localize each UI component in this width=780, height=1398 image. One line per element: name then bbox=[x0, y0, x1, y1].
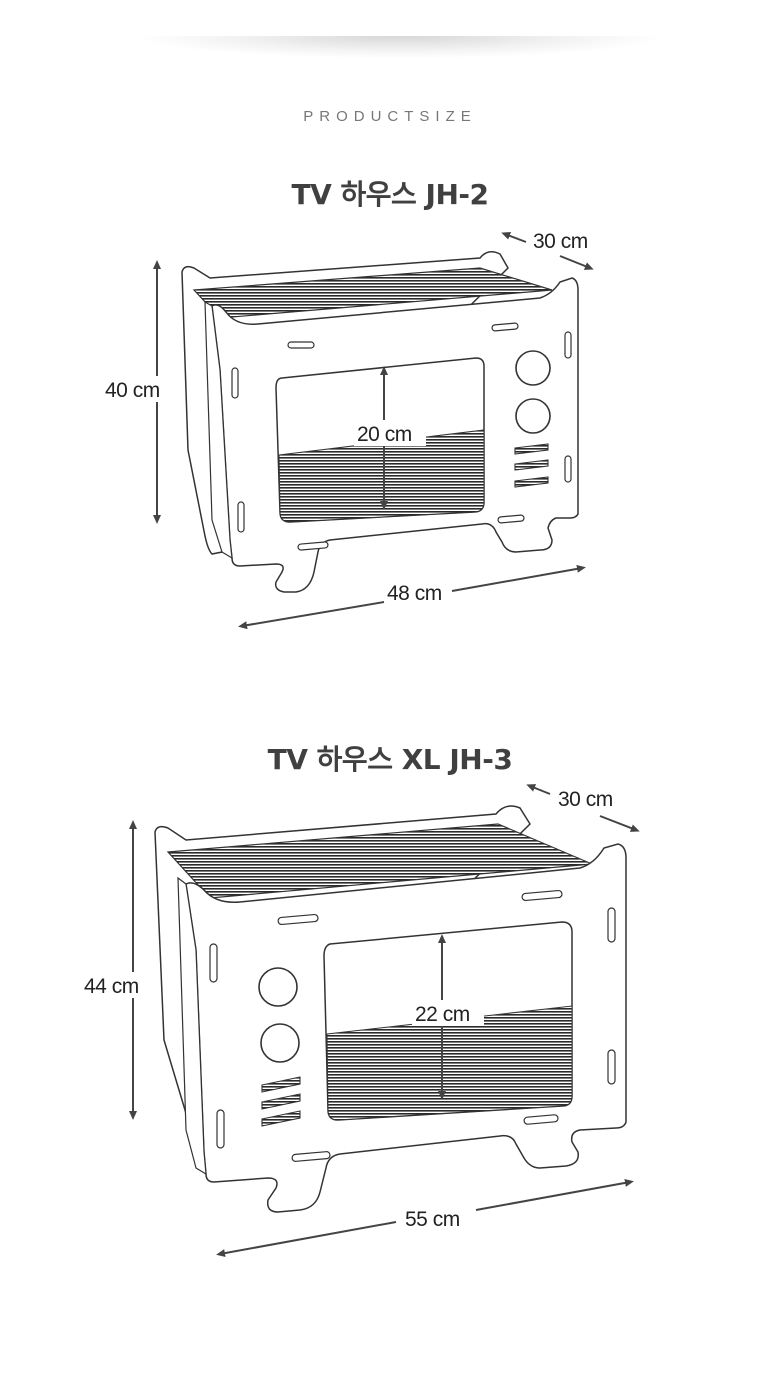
product-title-jh2: TV 하우스 JH-2 bbox=[291, 178, 489, 211]
inner-height-label: 20 cm bbox=[357, 423, 412, 446]
width-label: 48 cm bbox=[387, 582, 442, 605]
depth-arrow-right bbox=[559, 255, 594, 270]
knob-bottom bbox=[260, 1023, 300, 1063]
depth-label: 30 cm bbox=[533, 230, 588, 253]
depth-arrow-left bbox=[526, 784, 551, 795]
width-arrow-right bbox=[451, 564, 586, 592]
screen-slats bbox=[326, 1005, 573, 1121]
assembly-slots bbox=[209, 889, 616, 1162]
knob-bottom bbox=[515, 398, 551, 434]
product-diagram-jh3: 44 cm 22 cm 30 cm 55 cm bbox=[80, 784, 640, 1258]
width-label: 55 cm bbox=[405, 1208, 460, 1231]
section-label: PRODUCTSIZE bbox=[303, 108, 477, 125]
depth-arrow-left bbox=[501, 232, 527, 243]
width-arrow-left bbox=[238, 601, 385, 630]
depth-label: 30 cm bbox=[558, 788, 613, 811]
width-arrow-right bbox=[475, 1178, 634, 1211]
knob-top bbox=[258, 967, 298, 1007]
product-title-jh3: TV 하우스 XL JH-3 bbox=[267, 743, 513, 776]
height-label: 44 cm bbox=[84, 975, 139, 998]
knob-top bbox=[515, 350, 551, 386]
width-arrow-left bbox=[216, 1221, 397, 1258]
product-diagram-jh2: 40 cm 20 cm 30 cm 48 cm bbox=[100, 230, 594, 630]
vent-slots bbox=[514, 443, 549, 488]
depth-arrow-right bbox=[599, 815, 640, 832]
inner-height-label: 22 cm bbox=[415, 1003, 470, 1026]
height-label: 40 cm bbox=[105, 379, 160, 402]
top-shadow-divider bbox=[140, 36, 660, 58]
assembly-slots bbox=[231, 322, 572, 551]
vent-slots bbox=[261, 1076, 301, 1127]
